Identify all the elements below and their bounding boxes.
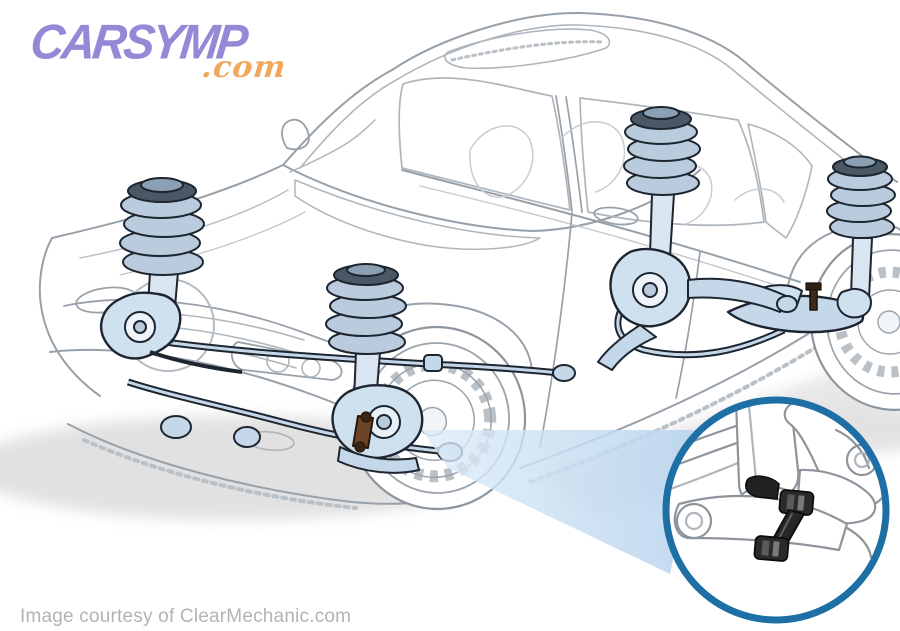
front-side-window bbox=[398, 77, 571, 211]
callout-ring bbox=[662, 396, 890, 624]
quarter-window bbox=[747, 123, 813, 239]
side-mirror bbox=[281, 118, 310, 151]
rear-suspension bbox=[597, 106, 896, 371]
rear-lower-arm bbox=[597, 324, 657, 371]
front-lower-arm bbox=[337, 446, 420, 474]
front-fascia bbox=[38, 237, 101, 397]
zoom-beam bbox=[422, 430, 700, 574]
front-left-strut-assembly bbox=[99, 177, 243, 374]
rear-right-strut-assembly bbox=[826, 155, 896, 319]
callout-closeup bbox=[662, 396, 890, 624]
sunroof bbox=[444, 28, 611, 70]
wheel-rim-pattern bbox=[372, 358, 497, 483]
strut-rod bbox=[649, 193, 675, 257]
windshield bbox=[282, 164, 701, 232]
waistline bbox=[401, 169, 801, 283]
sway-bar-end-link bbox=[352, 411, 374, 453]
front-door-seam bbox=[539, 212, 573, 449]
image-credit-text: Image courtesy of ClearMechanic.com bbox=[20, 606, 352, 627]
rear-side-window bbox=[579, 97, 765, 227]
front-suspension bbox=[99, 177, 576, 474]
rear-door-seam bbox=[675, 251, 701, 399]
car-silhouette bbox=[51, 11, 898, 239]
rear-left-strut-assembly bbox=[597, 106, 798, 371]
carsymp-logo: CARSYMP .com bbox=[27, 13, 296, 85]
logo-brand-text: CARSYMP bbox=[28, 13, 248, 70]
front-right-strut-assembly bbox=[325, 263, 424, 474]
closeup-end-link bbox=[745, 475, 815, 562]
door-handle bbox=[593, 206, 639, 226]
b-pillar bbox=[555, 95, 583, 213]
